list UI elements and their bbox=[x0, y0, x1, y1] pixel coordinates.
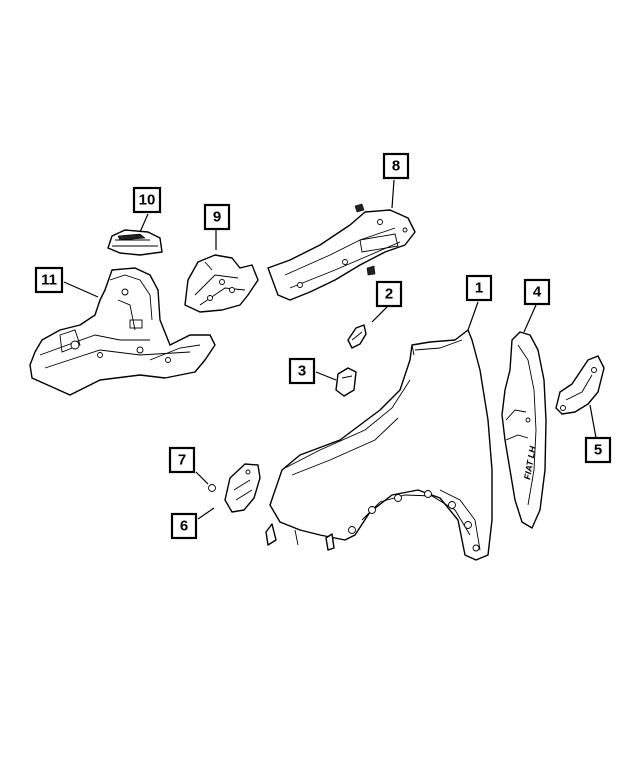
callout-2-label: 2 bbox=[385, 286, 393, 303]
part-7-fastener bbox=[208, 484, 216, 492]
callout-9-label: 9 bbox=[213, 209, 221, 226]
callout-10-label: 10 bbox=[139, 192, 156, 209]
callout-8: 8 bbox=[382, 152, 410, 180]
callout-7-label: 7 bbox=[178, 452, 186, 469]
callout-6-label: 6 bbox=[180, 518, 188, 535]
part-6-lower-bracket bbox=[224, 463, 261, 513]
callout-2: 2 bbox=[375, 280, 403, 308]
callout-8-label: 8 bbox=[392, 158, 400, 175]
callout-10: 10 bbox=[132, 186, 162, 214]
callout-3: 3 bbox=[288, 357, 316, 385]
callout-4-label: 4 bbox=[533, 284, 542, 301]
callout-11-label: 11 bbox=[41, 272, 57, 289]
part-1-fender bbox=[265, 329, 493, 561]
part-9-reinforcement bbox=[184, 254, 259, 313]
callout-4: 4 bbox=[523, 278, 551, 306]
leader-lines bbox=[63, 179, 597, 520]
part-3-bracket bbox=[335, 367, 357, 397]
callout-3-label: 3 bbox=[298, 363, 306, 380]
part-4-liner: FIAT LH bbox=[501, 331, 547, 529]
callout-1: 1 bbox=[465, 274, 493, 302]
callout-1-label: 1 bbox=[475, 280, 483, 297]
part-2-clip bbox=[347, 324, 367, 349]
callout-7: 7 bbox=[168, 446, 196, 474]
callout-6: 6 bbox=[170, 512, 198, 540]
callout-5-label: 5 bbox=[594, 442, 602, 459]
callout-11: 11 bbox=[34, 266, 64, 294]
part-10-shock-cap bbox=[107, 229, 163, 256]
callout-5: 5 bbox=[584, 436, 612, 464]
part-11-apron-rail bbox=[29, 267, 216, 396]
part-8-upper-rail bbox=[267, 203, 416, 301]
part-5-bracket bbox=[555, 355, 605, 415]
callout-9: 9 bbox=[203, 203, 231, 231]
